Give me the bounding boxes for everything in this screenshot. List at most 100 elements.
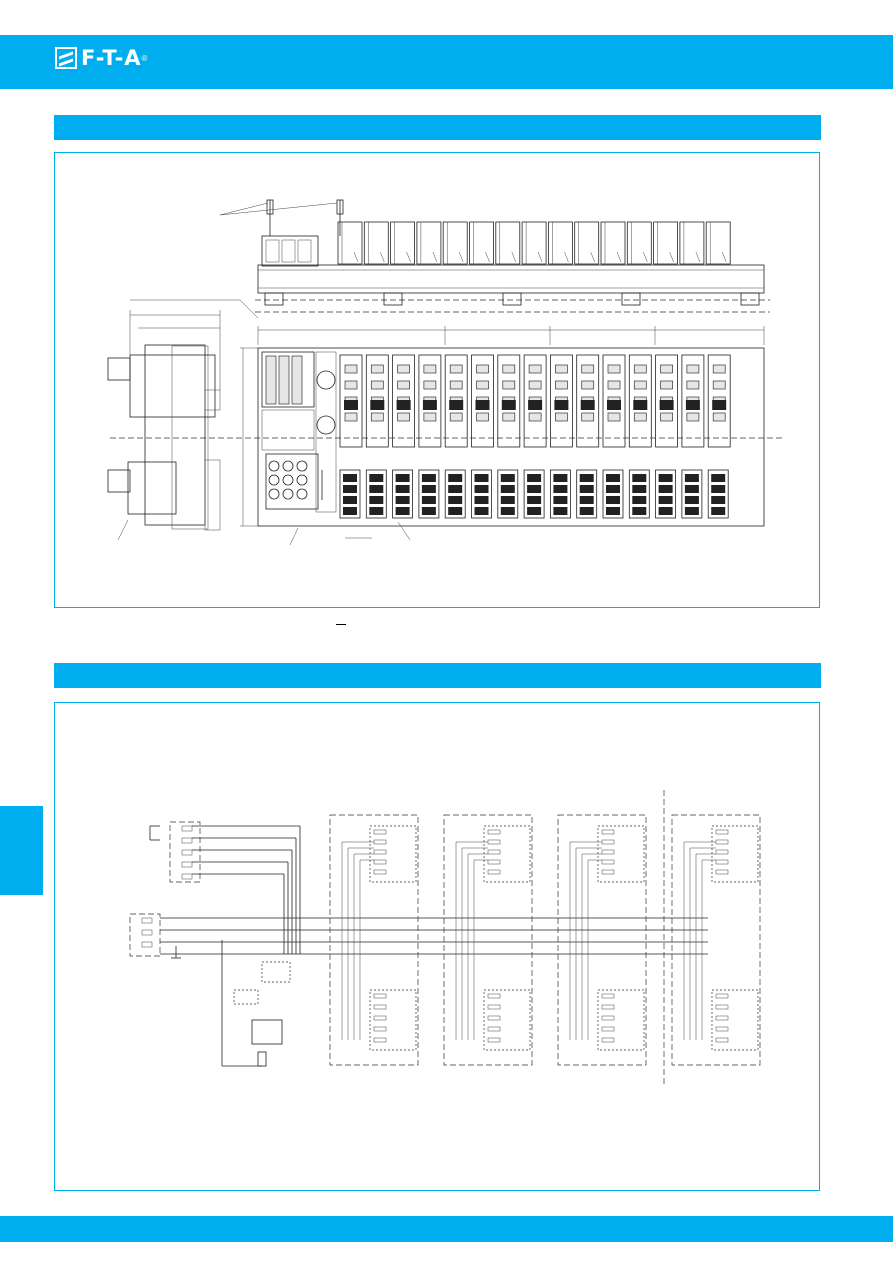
relay-pin (715, 849, 729, 855)
connector-plug (107, 357, 131, 381)
terminal-group (471, 469, 492, 519)
terminal-clamp (527, 496, 542, 504)
relay-pin (487, 1026, 501, 1032)
relay-contact (397, 364, 410, 374)
screw-icon (296, 488, 308, 500)
relay-contact (581, 380, 595, 390)
relay-contact (423, 412, 437, 422)
relay-side (574, 221, 600, 265)
relay-switch (344, 400, 358, 410)
relay-pin (487, 859, 501, 865)
connector-pin (141, 917, 153, 924)
switch-box (233, 989, 259, 1005)
fuse-holder (297, 239, 312, 263)
connector-pin (181, 861, 193, 868)
relay-switch (528, 400, 543, 410)
potentiometer-icon (316, 415, 336, 435)
terminal-group (576, 469, 598, 519)
header-bar (0, 35, 893, 89)
relay-switch (712, 400, 727, 410)
terminal-clamp (500, 474, 515, 482)
relay-pin (715, 829, 729, 835)
relay-contact (449, 412, 463, 422)
relay-pin (373, 1037, 387, 1043)
terminal-clamp (474, 474, 489, 482)
relay-pin (715, 1037, 729, 1043)
relay-contact-box (483, 989, 531, 1051)
relay-pin (487, 993, 501, 999)
din-rail-side (257, 264, 765, 294)
terminal-clamp (343, 496, 357, 504)
relay-pin (487, 1004, 501, 1010)
connector-plug (107, 469, 131, 493)
label-area (261, 409, 315, 451)
terminal-group (602, 469, 624, 519)
relay-group-frame (443, 814, 533, 1066)
terminal-clamp (474, 507, 489, 515)
relay-side (337, 221, 363, 265)
relay-contact (528, 364, 542, 374)
screw-icon (268, 474, 280, 486)
relay-front (681, 354, 705, 448)
relay-side (600, 221, 626, 265)
terminal-clamp (606, 474, 620, 482)
relay-contact (502, 412, 516, 422)
relay-contact (555, 380, 568, 390)
terminal-clamp (448, 485, 463, 493)
relay-pin (373, 829, 387, 835)
relay-pin (373, 869, 387, 875)
terminal-clamp (474, 485, 489, 493)
terminal-clamp (421, 485, 436, 493)
terminal-group (339, 469, 361, 519)
terminal-clamp (579, 474, 594, 482)
relay-contact (633, 412, 647, 422)
power-terminal-front (261, 351, 315, 408)
relay-front (392, 354, 416, 448)
relay-side (679, 221, 705, 265)
relay-side (416, 221, 442, 265)
relay-side (548, 221, 573, 265)
relay-pin (373, 859, 387, 865)
relay-contact (686, 380, 700, 390)
relay-front (418, 354, 442, 448)
terminal-clamp (421, 507, 436, 515)
terminal-clamp (395, 496, 410, 504)
relay-contact (397, 412, 410, 422)
relay-contact (528, 380, 542, 390)
leader-line (289, 527, 299, 546)
relay-switch (607, 400, 621, 410)
terminal-clamp (448, 507, 463, 515)
relay-group-frame (557, 814, 647, 1066)
relay-pin (487, 1015, 501, 1021)
registered-mark-icon: ® (141, 53, 148, 63)
relay-contact (660, 412, 673, 422)
connector-pin (181, 849, 193, 856)
terminal-clamp (395, 507, 410, 515)
terminal-clamp (421, 474, 436, 482)
terminal-group (418, 469, 440, 519)
relay-contact (370, 412, 384, 422)
terminal-clamp (369, 496, 384, 504)
relay-side (363, 221, 389, 265)
leader-line (219, 202, 338, 216)
relay-switch (501, 400, 516, 410)
relay-front (339, 354, 363, 448)
relay-contact (423, 364, 437, 374)
relay-contact (344, 412, 358, 422)
terminal-clamp (711, 507, 726, 515)
relay-pin (601, 839, 615, 845)
relay-contact (423, 380, 437, 390)
terminal-group (550, 469, 571, 519)
relay-pin (601, 859, 615, 865)
relay-front (550, 354, 573, 448)
relay-group-frame (671, 814, 761, 1066)
overline-mark (336, 624, 346, 625)
relay-contact (660, 364, 673, 374)
terminal-slot (291, 355, 303, 405)
fuse-block (265, 453, 319, 510)
terminal-clamp (369, 485, 384, 493)
terminal-clamp (474, 496, 489, 504)
relay-contact (607, 380, 621, 390)
relay-pin (487, 839, 501, 845)
terminal-clamp (684, 474, 699, 482)
